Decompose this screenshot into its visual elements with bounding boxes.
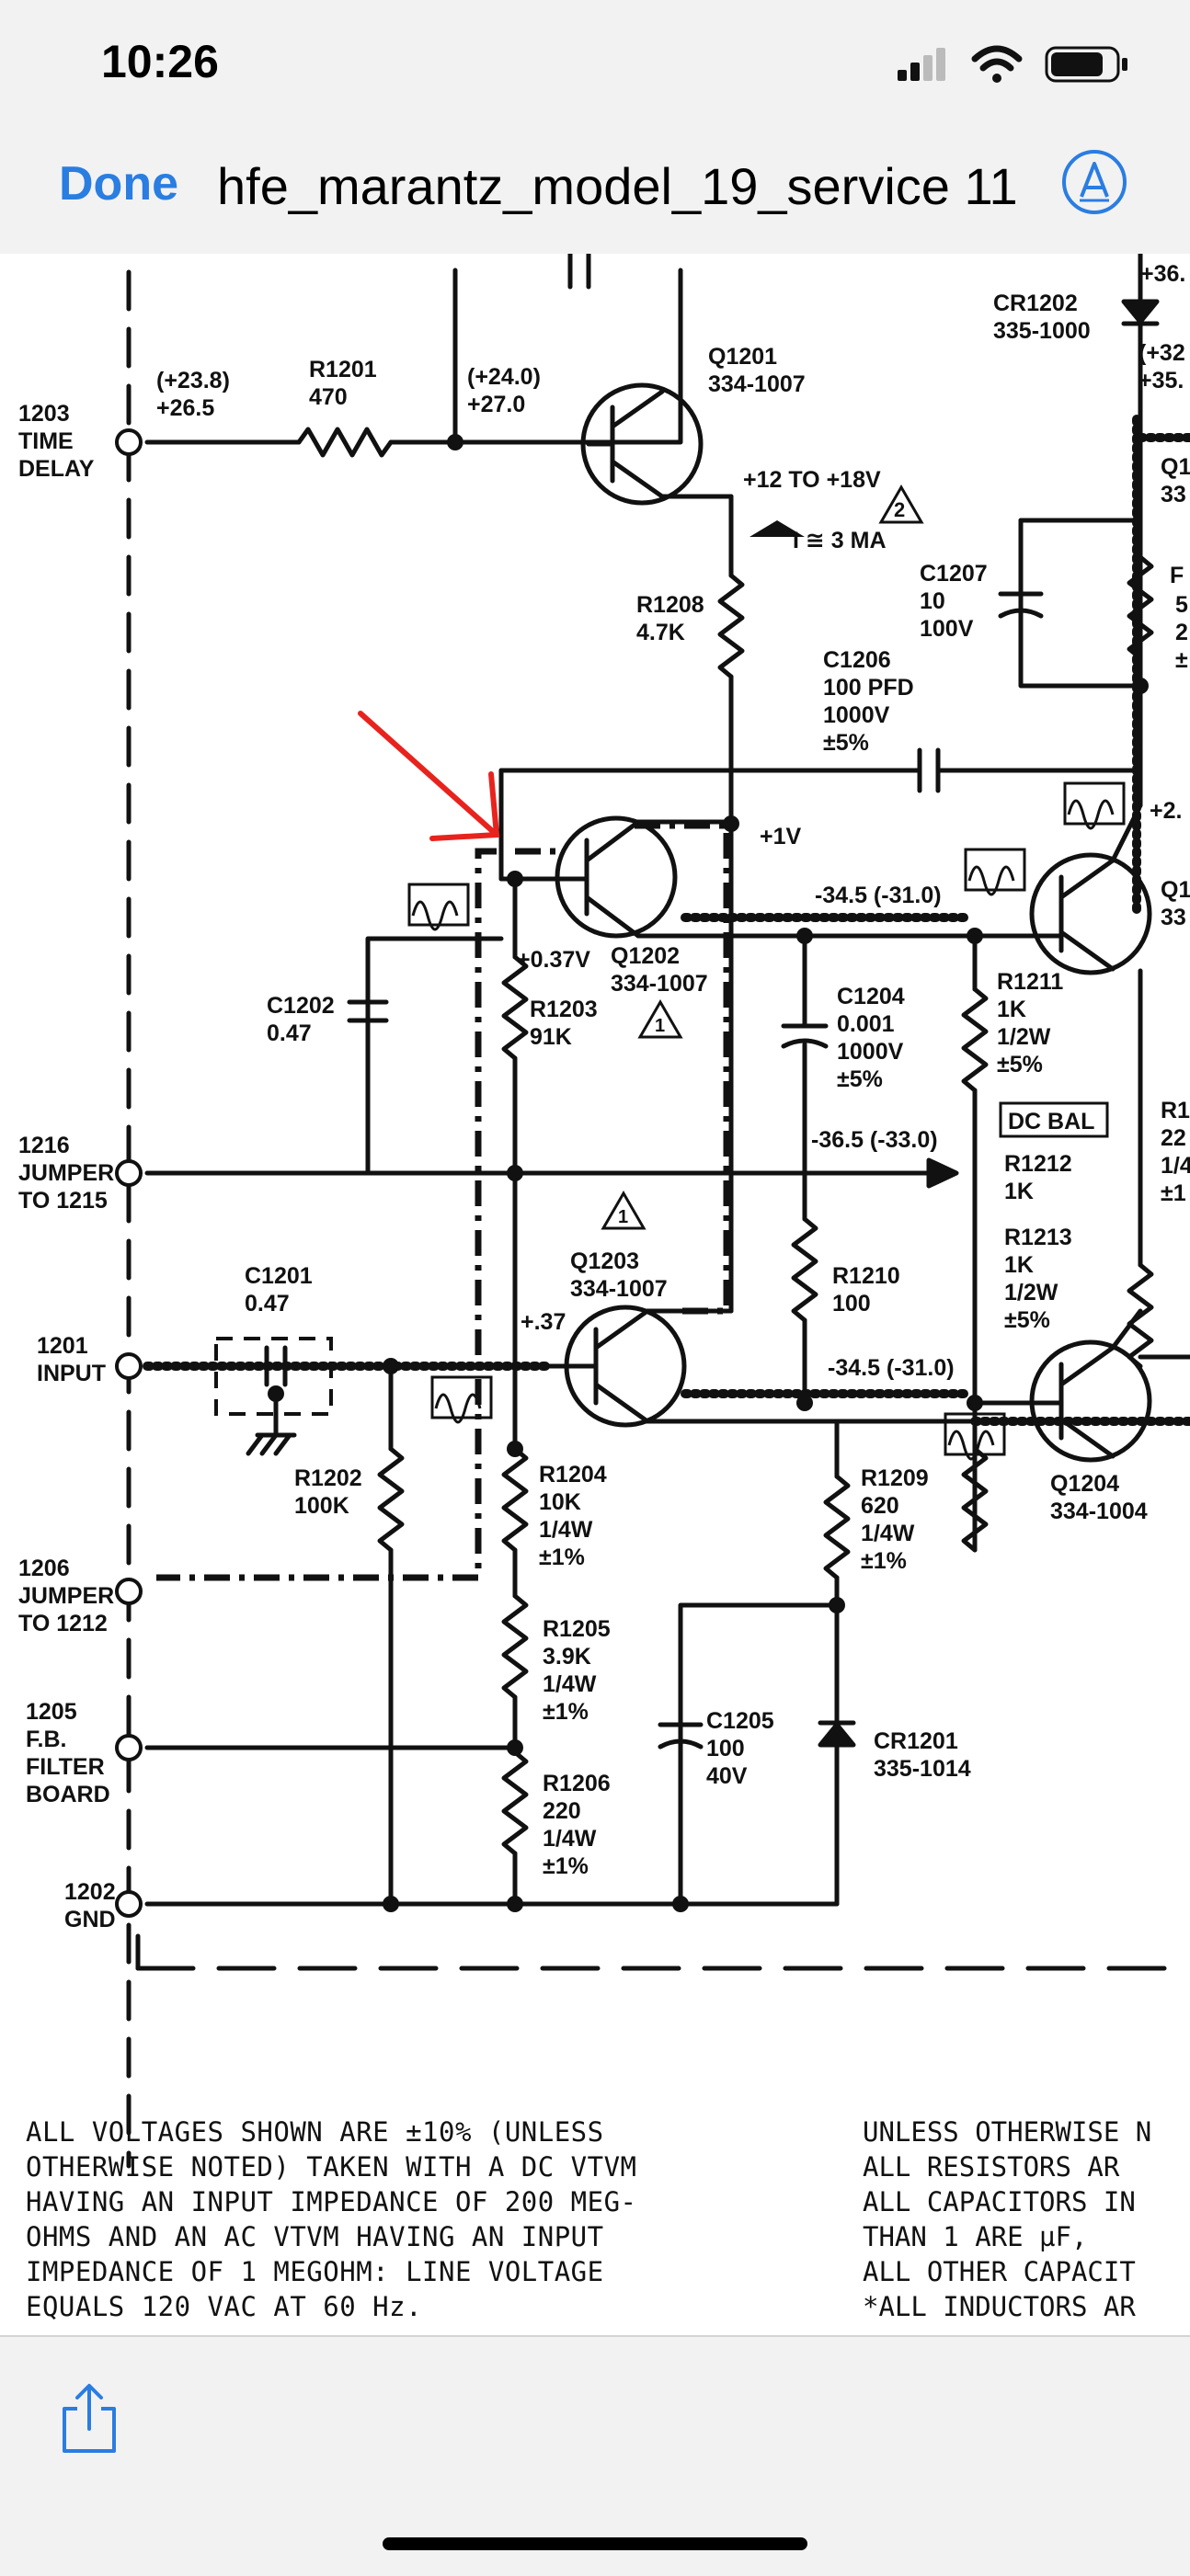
partial-label: 5 xyxy=(1175,592,1188,618)
voltage-neg345-top: -34.5 (-31.0) xyxy=(815,883,942,908)
voltage-r1201-right: (+24.0)+27.0 xyxy=(467,364,541,417)
document-title: hfe_marantz_model_19_service 11 xyxy=(217,157,1018,215)
current-label: I ≅ 3 MA xyxy=(793,528,887,553)
note-line: OTHERWISE NOTED) TAKEN WITH A DC VTVM xyxy=(26,2151,637,2183)
battery-icon xyxy=(1045,46,1127,83)
partial-label: 2 xyxy=(1175,620,1188,645)
status-bar: 10:26 xyxy=(0,0,1190,138)
note-line: IMPEDANCE OF 1 MEGOHM: LINE VOLTAGE xyxy=(26,2256,604,2287)
note-line: ALL VOLTAGES SHOWN ARE ±10% (UNLESS xyxy=(26,2116,604,2148)
voltage-neg365: -36.5 (-33.0) xyxy=(811,1127,938,1153)
wifi-icon xyxy=(971,45,1023,83)
note-line: THAN 1 ARE µF, xyxy=(863,2221,1088,2252)
partial-label: +36. xyxy=(1140,261,1185,287)
markup-pen-icon[interactable] xyxy=(1059,147,1129,217)
status-icons xyxy=(898,39,1137,98)
status-time: 10:26 xyxy=(101,36,219,87)
supply-note-number: 2 xyxy=(894,498,905,521)
note-1-b: 1 xyxy=(618,1207,628,1227)
note-line: ALL OTHER CAPACIT xyxy=(863,2256,1136,2287)
done-button[interactable]: Done xyxy=(59,157,178,211)
voltage-q1202-base: +0.37V xyxy=(517,947,590,973)
partial-label: (+32+35. xyxy=(1139,340,1185,393)
dc-bal-label: DC BAL xyxy=(1008,1109,1094,1134)
cellular-signal-icon xyxy=(898,48,945,81)
annotation-arrow xyxy=(358,711,500,841)
note-line: HAVING AN INPUT IMPEDANCE OF 200 MEG- xyxy=(26,2186,637,2217)
note-1-a: 1 xyxy=(655,1016,665,1036)
supply-voltage: +12 TO +18V xyxy=(743,467,881,493)
component-notes: UNLESS OTHERWISE N ALL RESISTORS AR ALL … xyxy=(863,2114,1190,2324)
note-line: *ALL INDUCTORS AR xyxy=(863,2291,1136,2322)
voltage-r1201-left: (+23.8)+26.5 xyxy=(156,368,230,421)
note-line: OHMS AND AN AC VTVM HAVING AN INPUT xyxy=(26,2221,604,2252)
voltage-neg345-bottom: -34.5 (-31.0) xyxy=(828,1355,955,1381)
note-line: ALL RESISTORS AR xyxy=(863,2151,1120,2183)
partial-label: ± xyxy=(1175,647,1188,673)
bottom-toolbar xyxy=(0,2335,1190,2576)
partial-label: +2. xyxy=(1150,798,1182,824)
note-line: ALL CAPACITORS IN xyxy=(863,2186,1136,2217)
voltage-q1203-base: +.37 xyxy=(521,1309,566,1335)
share-icon[interactable] xyxy=(57,2381,121,2455)
home-indicator[interactable] xyxy=(383,2537,807,2550)
voltage-plus1: +1V xyxy=(760,824,802,849)
note-line: UNLESS OTHERWISE N xyxy=(863,2116,1152,2148)
navigation-bar: Done hfe_marantz_model_19_service 11 xyxy=(0,138,1190,256)
voltage-notes: ALL VOLTAGES SHOWN ARE ±10% (UNLESS OTHE… xyxy=(26,2114,743,2324)
partial-label: F xyxy=(1170,563,1184,588)
note-line: EQUALS 120 VAC AT 60 Hz. xyxy=(26,2291,423,2322)
